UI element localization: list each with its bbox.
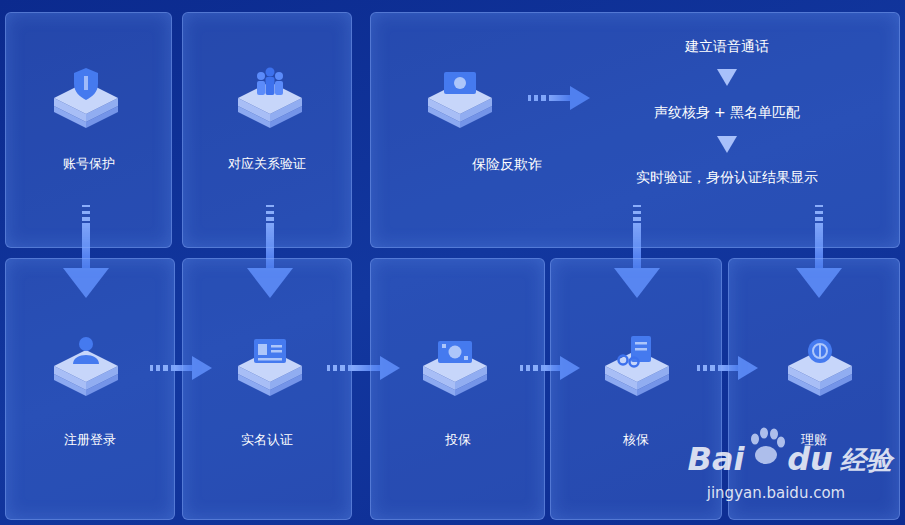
process-box: 理赔 <box>728 258 900 520</box>
flow-step: 实时验证，身份认证结果显示 <box>636 169 818 187</box>
flow-step: 建立语音通话 <box>685 38 769 56</box>
box-label: 对应关系验证 <box>183 155 351 173</box>
process-box: 注册登录 <box>5 258 175 520</box>
box-label: 投保 <box>371 431 544 449</box>
process-box: 对应关系验证 <box>182 12 352 248</box>
box-label: 账号保护 <box>6 155 171 173</box>
box-label: 保险反欺诈 <box>417 155 597 173</box>
process-box: 实名认证 <box>182 258 352 520</box>
process-box: 账号保护 <box>5 12 172 248</box>
watermark: Bai <box>688 440 745 478</box>
watermark: du <box>787 440 833 478</box>
process-box: 保险反欺诈 <box>370 12 900 248</box>
flow-step: 声纹核身 + 黑名单匹配 <box>654 104 801 122</box>
box-label: 实名认证 <box>183 431 351 449</box>
watermark: jingyan.baidu.com <box>707 484 845 502</box>
box-label: 注册登录 <box>6 431 174 449</box>
process-box: 投保 <box>370 258 545 520</box>
process-box: 核保 <box>550 258 722 520</box>
watermark: 经验 <box>840 443 892 478</box>
